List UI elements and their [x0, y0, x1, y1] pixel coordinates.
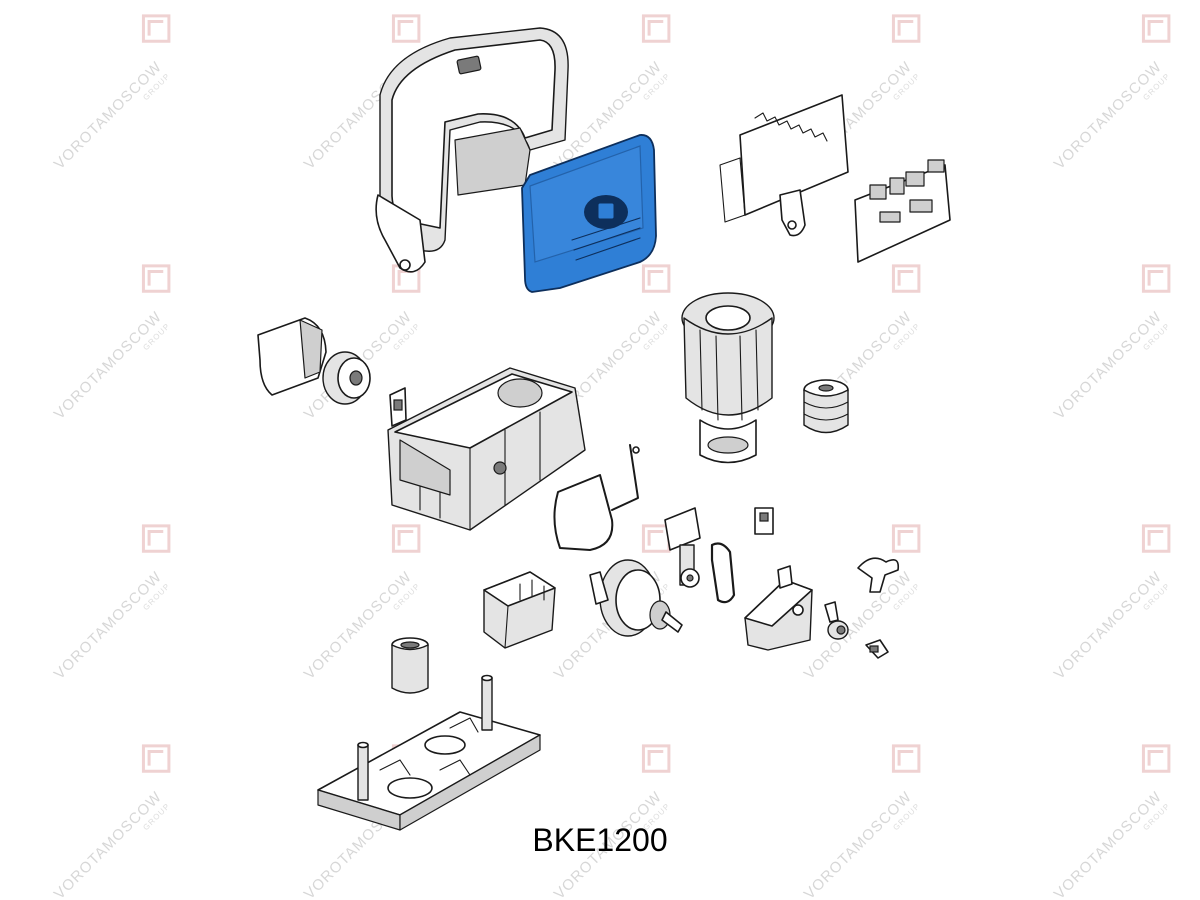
- watermark-logo: [391, 14, 421, 43]
- watermark-logo: [1141, 524, 1171, 553]
- watermark-text: VOROTAMOSCOW: [1051, 308, 1166, 423]
- connector[interactable]: [754, 507, 774, 535]
- watermark-logo: [641, 264, 671, 293]
- watermark-logo: [891, 524, 921, 553]
- watermark-text: VOROTAMOSCOW: [801, 568, 916, 683]
- release-knob[interactable]: [857, 557, 900, 593]
- watermark-logo: [1141, 264, 1171, 293]
- watermark-logo: [1141, 14, 1171, 43]
- release-lever[interactable]: [664, 507, 701, 588]
- watermark-logo: [891, 14, 921, 43]
- anchor-plate[interactable]: [317, 674, 541, 831]
- watermark-logo: [641, 744, 671, 773]
- watermark-text: VOROTAMOSCOW: [51, 308, 166, 423]
- gear-cover[interactable]: [257, 317, 327, 396]
- model-title: BKE1200: [532, 822, 668, 858]
- watermark-logo: [891, 744, 921, 773]
- key[interactable]: [865, 639, 889, 659]
- control-board[interactable]: [854, 159, 951, 263]
- release-cover[interactable]: [744, 565, 813, 651]
- transformer[interactable]: [483, 571, 556, 649]
- worm-gear-assembly[interactable]: [589, 559, 683, 637]
- watermark-text: VOROTAMOSCOW: [51, 568, 166, 683]
- gasket[interactable]: [553, 444, 640, 551]
- watermark-logo: [141, 524, 171, 553]
- micro-switch[interactable]: [389, 387, 407, 427]
- watermark-text: VOROTAMOSCOW: [1051, 568, 1166, 683]
- watermark-layer: VOROTAMOSCOWGROUPVOROTAMOSCOWGROUPVOROTA…: [51, 14, 1172, 900]
- motor[interactable]: [681, 292, 775, 464]
- key-lock[interactable]: [824, 601, 849, 640]
- pulley[interactable]: [803, 379, 849, 434]
- watermark-logo: [141, 14, 171, 43]
- capacitor[interactable]: [391, 637, 429, 694]
- watermark-logo: [641, 14, 671, 43]
- watermark-logo: [141, 744, 171, 773]
- gearbox-housing[interactable]: [387, 367, 586, 531]
- watermark-text: VOROTAMOSCOW: [51, 58, 166, 173]
- watermark-text: VOROTAMOSCOW: [1051, 58, 1166, 173]
- watermark-logo: [891, 264, 921, 293]
- front-cover-highlighted[interactable]: [521, 134, 657, 293]
- watermark-logo: [141, 264, 171, 293]
- main-cover[interactable]: [375, 27, 569, 273]
- watermark-logo: [391, 524, 421, 553]
- drive-pinion[interactable]: [322, 351, 371, 405]
- drive-belt[interactable]: [710, 542, 736, 604]
- control-board-bracket[interactable]: [719, 94, 849, 237]
- watermark-logo: [1141, 744, 1171, 773]
